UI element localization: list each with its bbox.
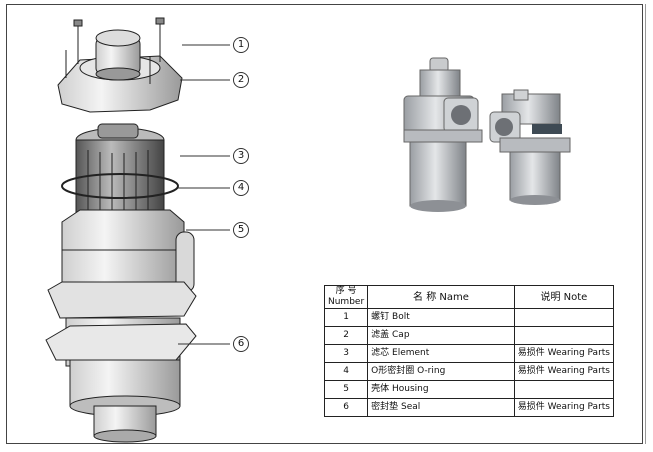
table-row: 1 螺钉 Bolt (323, 308, 615, 327)
row-number: 2 (323, 326, 369, 345)
callout-4: 4 (233, 180, 249, 196)
row-note: 易损件 Wearing Parts (513, 362, 615, 381)
row-name: 滤盖 Cap (367, 326, 515, 345)
callout-2: 2 (233, 72, 249, 88)
row-name: 密封垫 Seal (367, 398, 515, 417)
large-filter-photo (403, 57, 483, 212)
callout-3: 3 (233, 148, 249, 164)
row-name: 滤芯 Element (367, 344, 515, 363)
header-note: 说明 Note (513, 285, 615, 309)
page-frame (6, 4, 643, 444)
table-row: 6 密封垫 Seal 易损件 Wearing Parts (323, 398, 615, 417)
parts-table: 序 号 Number 名 称 Name 说明 Note 1 螺钉 Bolt 2 … (323, 285, 615, 417)
row-number: 1 (323, 308, 369, 327)
callout-lines (178, 44, 230, 345)
row-note: 易损件 Wearing Parts (513, 344, 615, 363)
row-note: 易损件 Wearing Parts (513, 398, 615, 417)
table-row: 2 滤盖 Cap (323, 326, 615, 345)
row-number: 3 (323, 344, 369, 363)
header-number-en: Number (328, 297, 365, 307)
callout-6: 6 (233, 336, 249, 352)
header-number: 序 号 Number (323, 285, 369, 309)
table-row: 4 O形密封圈 O-ring 易损件 Wearing Parts (323, 362, 615, 381)
row-name: 壳体 Housing (367, 380, 515, 399)
o-ring (61, 173, 179, 199)
cap-assembly (57, 17, 183, 113)
row-note (513, 326, 615, 345)
seal-and-base (45, 323, 197, 443)
small-filter-photo (489, 89, 571, 205)
row-name: 螺钉 Bolt (367, 308, 515, 327)
row-name: O形密封圈 O-ring (367, 362, 515, 381)
table-row: 3 滤芯 Element 易损件 Wearing Parts (323, 344, 615, 363)
product-photo (403, 57, 571, 212)
header-number-cn: 序 号 (335, 286, 357, 296)
page-edge-line (645, 4, 646, 444)
row-number: 5 (323, 380, 369, 399)
table-header-row: 序 号 Number 名 称 Name 说明 Note (323, 285, 615, 309)
row-number: 6 (323, 398, 369, 417)
row-note (513, 380, 615, 399)
row-note (513, 308, 615, 327)
row-number: 4 (323, 362, 369, 381)
callout-5: 5 (233, 222, 249, 238)
table-row: 5 壳体 Housing (323, 380, 615, 399)
header-name: 名 称 Name (367, 285, 515, 309)
callout-1: 1 (233, 37, 249, 53)
